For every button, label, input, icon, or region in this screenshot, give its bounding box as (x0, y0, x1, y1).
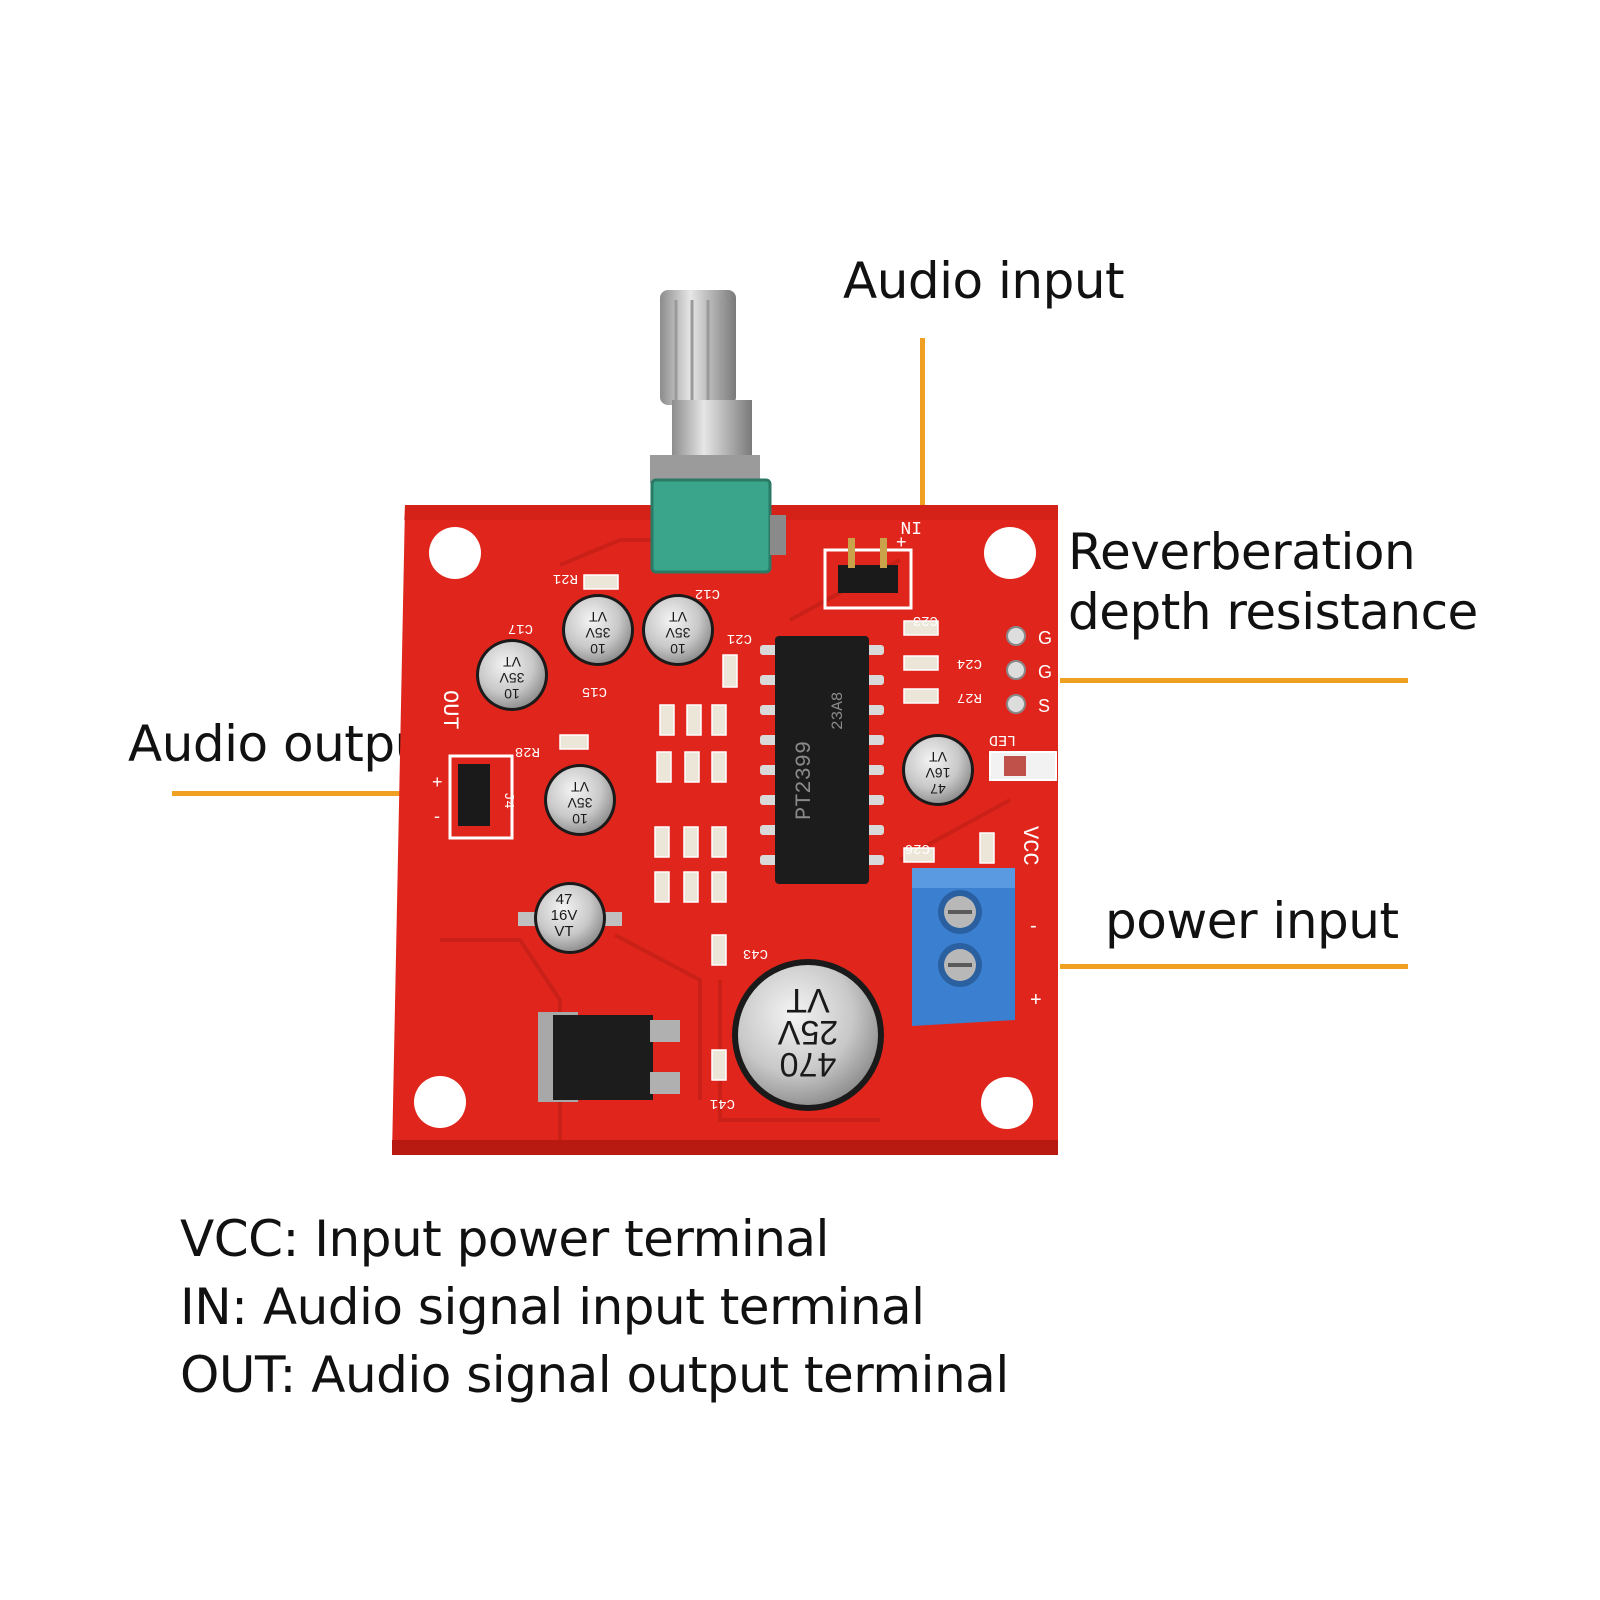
leader-power-input (1060, 964, 1408, 969)
voltage-regulator (538, 1012, 680, 1102)
mounting-holes (414, 527, 1036, 1129)
out-header: OUT + - (432, 690, 514, 840)
legend-in: IN: Audio signal input terminal (180, 1278, 925, 1336)
silk-led-label: LED (989, 731, 1016, 748)
ref-r28: R28 (515, 743, 540, 759)
svg-text:10: 10 (590, 641, 606, 657)
pin-g2-label: G (1038, 662, 1052, 682)
pin-s-label: S (1038, 696, 1050, 716)
svg-text:35V: 35V (567, 795, 593, 811)
svg-text:35V: 35V (665, 625, 691, 641)
legend-out: OUT: Audio signal output terminal (180, 1346, 1009, 1404)
in-header: IN + (823, 516, 922, 610)
svg-text:10: 10 (670, 641, 686, 657)
cap-470uf: 470 25V VT (732, 959, 884, 1111)
pt2399-chip: PT2399 23A8 (760, 636, 884, 884)
ref-r21: R21 (553, 570, 578, 586)
svg-text:16V: 16V (925, 765, 951, 781)
ref-r27: R27 (957, 689, 982, 705)
svg-text:35V: 35V (499, 670, 525, 686)
svg-text:VT: VT (786, 981, 829, 1019)
ref-c23: C23 (913, 612, 938, 628)
silk-vcc-label: VCC (1017, 826, 1042, 866)
svg-text:VT: VT (554, 923, 573, 940)
silk-out-label: OUT (437, 690, 462, 730)
legend: VCC: Input power terminal IN: Audio sign… (180, 1205, 1009, 1409)
svg-text:VT: VT (571, 779, 589, 795)
ref-c15: C15 (582, 683, 607, 699)
ref-j4: J4 (500, 792, 516, 809)
silk-minus-vcc: - (1030, 915, 1037, 937)
cap-c19: 10 35V VT (544, 764, 616, 836)
cap-47-left: 47 16V VT (518, 882, 622, 954)
ref-c12: C12 (695, 585, 720, 601)
silk-plus-out: + (432, 772, 443, 792)
svg-text:10: 10 (504, 686, 520, 702)
ref-c17: C17 (508, 620, 533, 636)
svg-text:470: 470 (780, 1045, 837, 1083)
svg-text:35V: 35V (585, 625, 611, 641)
power-terminal-block: VCC - + (912, 826, 1042, 1026)
callout-reverb-line1: Reverberation (1068, 523, 1416, 581)
leader-audio-output (172, 791, 404, 796)
ref-c43: C43 (743, 945, 768, 961)
cap-c15: 10 35V VT (562, 594, 634, 666)
svg-text:16V: 16V (551, 907, 578, 924)
svg-text:VT: VT (589, 609, 607, 625)
legend-vcc: VCC: Input power terminal (180, 1210, 829, 1268)
reverb-pins: G G S (1006, 626, 1052, 716)
callout-audio-output: Audio outpu (128, 716, 403, 773)
leader-reverb (1060, 678, 1408, 683)
svg-text:VT: VT (929, 749, 947, 765)
potentiometer (650, 290, 786, 574)
svg-text:VT: VT (503, 654, 521, 670)
svg-text:VT: VT (669, 609, 687, 625)
chip-part-number: PT2399 (792, 741, 817, 820)
ref-c24: C24 (957, 655, 982, 671)
leader-audio-input (920, 338, 925, 508)
silk-in-label: IN (900, 516, 922, 536)
smd-components (559, 574, 995, 1081)
svg-text:47: 47 (556, 891, 573, 908)
cap-47-right: 47 16V VT (902, 734, 974, 806)
cap-c17: 10 35V VT (476, 639, 548, 711)
svg-text:25V: 25V (777, 1013, 838, 1051)
callout-audio-input: Audio input (843, 252, 1125, 310)
chip-date-code: 23A8 (829, 692, 847, 730)
silk-plus-in: + (896, 532, 907, 552)
ref-c21: C21 (727, 630, 752, 646)
callout-power-input: power input (1105, 892, 1399, 950)
silk-plus-vcc: + (1030, 989, 1042, 1011)
svg-text:47: 47 (930, 781, 946, 797)
led: LED (989, 731, 1057, 781)
svg-text:10: 10 (572, 811, 588, 827)
silk-minus-out: - (434, 806, 440, 826)
ref-c26: C26 (905, 840, 930, 856)
pin-g1-label: G (1038, 628, 1052, 648)
callout-reverb-line2: depth resistance (1068, 583, 1478, 641)
ref-c41: C41 (710, 1095, 735, 1111)
cap-c12: 10 35V VT (642, 594, 714, 666)
